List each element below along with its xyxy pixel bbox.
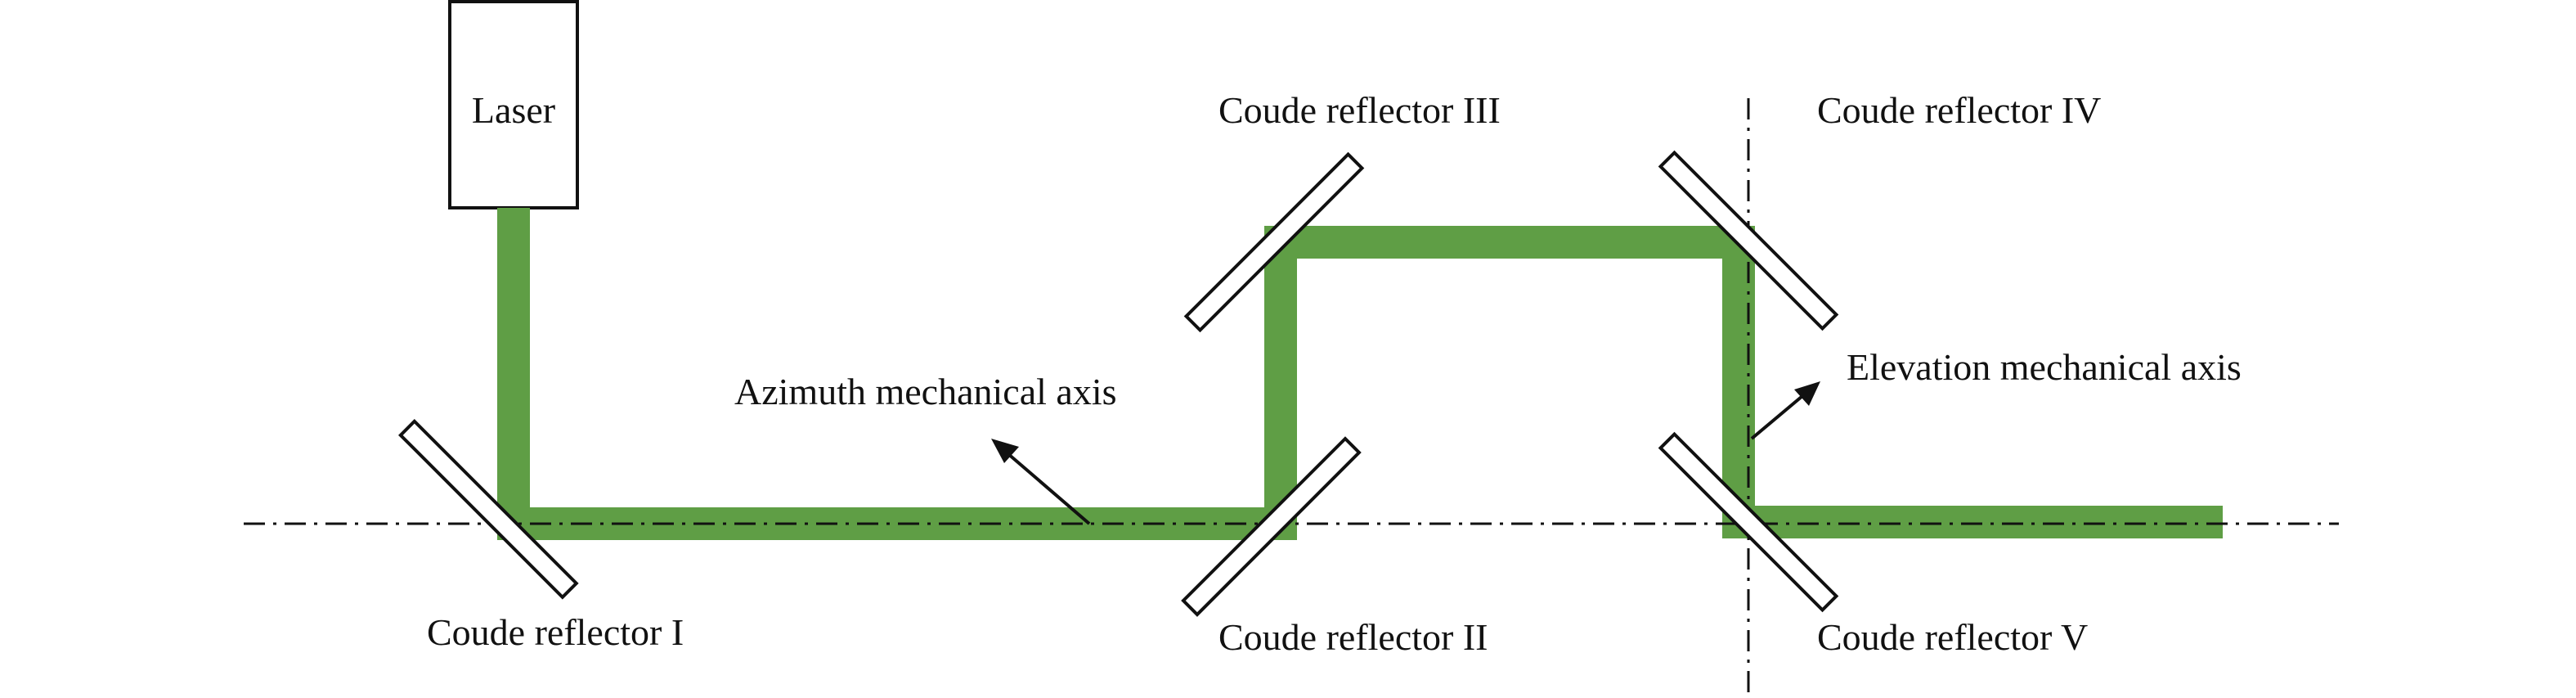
beam-segment-vertical-up xyxy=(1264,226,1297,540)
beam-segment-horizontal-upper xyxy=(1264,226,1755,259)
laser-label: Laser xyxy=(472,89,555,131)
reflector-3-label: Coude reflector III xyxy=(1218,89,1501,131)
elevation-arrowhead xyxy=(1794,381,1820,406)
reflector-1-label: Coude reflector I xyxy=(427,611,684,653)
azimuth-axis-arrow xyxy=(1006,452,1091,525)
azimuth-arrowhead xyxy=(991,439,1019,463)
reflector-5-label: Coude reflector V xyxy=(1817,616,2088,658)
coude-reflector-5 xyxy=(1658,431,1839,613)
elevation-axis-label: Elevation mechanical axis xyxy=(1847,346,2242,388)
reflector-4-label: Coude reflector IV xyxy=(1817,89,2101,131)
elevation-axis-arrow xyxy=(1750,394,1804,440)
beam-segment-output xyxy=(1722,506,2223,538)
azimuth-axis-label: Azimuth mechanical axis xyxy=(734,371,1117,412)
coude-reflector-1 xyxy=(398,419,579,600)
laser-box xyxy=(448,0,579,209)
coude-reflector-3 xyxy=(1183,151,1365,333)
reflector-2-label: Coude reflector II xyxy=(1218,616,1488,658)
coude-reflector-4 xyxy=(1658,150,1839,331)
coude-reflector-2 xyxy=(1181,436,1362,617)
beam-segment-laser-down xyxy=(497,208,530,522)
beam-segment-vertical-down xyxy=(1722,226,1755,524)
